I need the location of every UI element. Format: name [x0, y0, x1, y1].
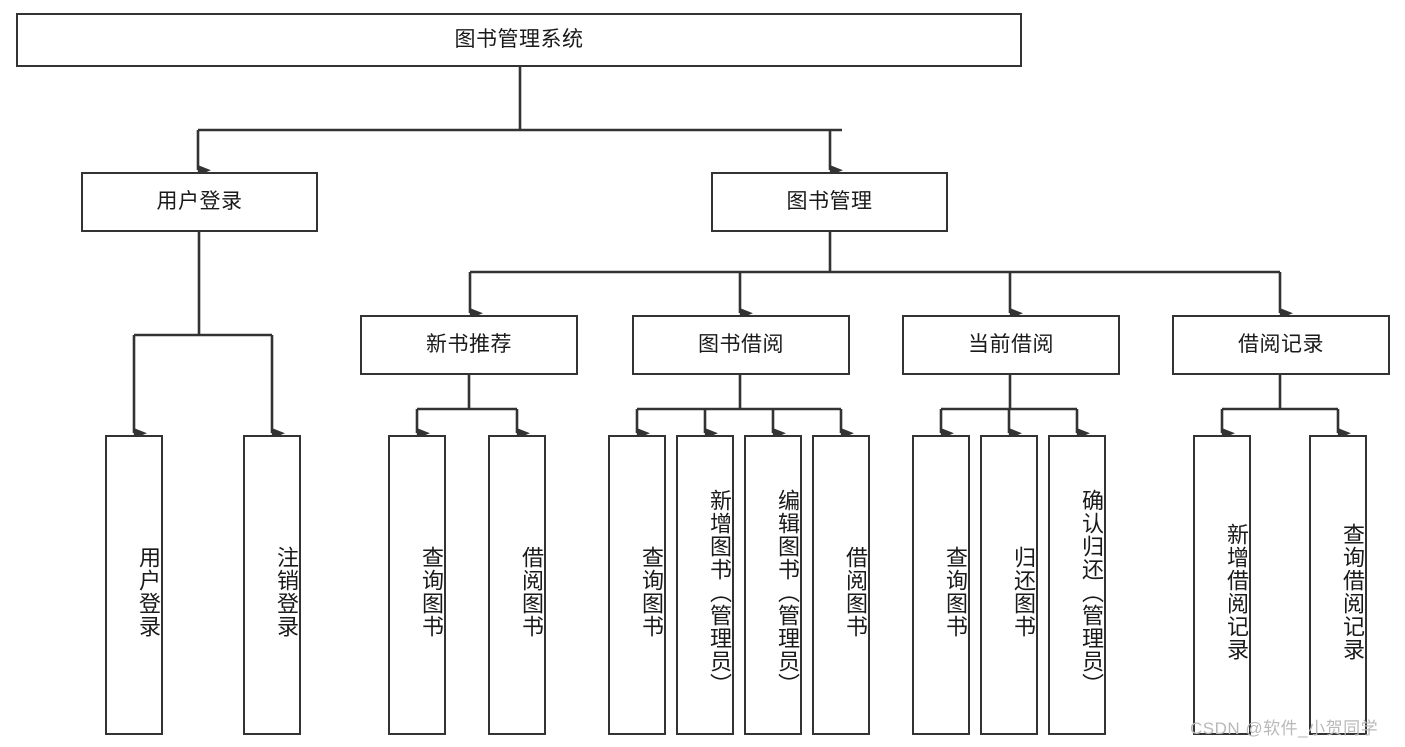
leaf-book-borrow-query[interactable]: 查询图书 [608, 435, 666, 735]
node-label: 查询图书 [419, 546, 444, 638]
node-borrow-record[interactable]: 借阅记录 [1172, 315, 1390, 375]
node-book-management[interactable]: 图书管理 [711, 172, 948, 232]
node-label: 新书推荐 [426, 333, 512, 357]
leaf-book-borrow-borrow[interactable]: 借阅图书 [812, 435, 870, 735]
node-user-login[interactable]: 用户登录 [81, 172, 318, 232]
node-label: 用户登录 [136, 546, 161, 638]
node-label: 查询图书 [639, 546, 664, 638]
edges-user-login [132, 232, 285, 439]
edges-root [196, 67, 843, 176]
edges-book-borrow [635, 375, 854, 439]
node-label: 图书借阅 [698, 333, 784, 357]
leaf-new-book-borrow[interactable]: 借阅图书 [488, 435, 546, 735]
edges-current-borrow [939, 375, 1090, 439]
leaf-new-book-query[interactable]: 查询图书 [388, 435, 446, 735]
edges-borrow-record [1220, 375, 1351, 439]
node-label: 借阅图书 [843, 546, 868, 638]
node-label: 查询借阅记录 [1340, 523, 1365, 661]
leaf-current-borrow-return[interactable]: 归还图书 [980, 435, 1038, 735]
node-label: 新增图书（管理员） [707, 488, 732, 696]
node-label: 新增借阅记录 [1224, 523, 1249, 661]
node-current-borrow[interactable]: 当前借阅 [902, 315, 1120, 375]
leaf-book-borrow-edit[interactable]: 编辑图书（管理员） [744, 435, 802, 735]
node-label: 用户登录 [156, 190, 243, 214]
leaf-borrow-record-query[interactable]: 查询借阅记录 [1309, 435, 1367, 735]
node-label: 借阅记录 [1238, 333, 1324, 357]
leaf-book-borrow-add[interactable]: 新增图书（管理员） [676, 435, 734, 735]
leaf-user-login-login[interactable]: 用户登录 [105, 435, 163, 735]
leaf-borrow-record-add[interactable]: 新增借阅记录 [1193, 435, 1251, 735]
leaf-current-borrow-confirm[interactable]: 确认归还（管理员） [1048, 435, 1106, 735]
csdn-watermark: CSDN @软件_小贺同学 [1190, 719, 1379, 738]
node-label: 当前借阅 [968, 333, 1054, 357]
leaf-current-borrow-query[interactable]: 查询图书 [912, 435, 970, 735]
node-book-borrow[interactable]: 图书借阅 [632, 315, 850, 375]
node-label: 注销登录 [274, 546, 299, 638]
edges-book-manage [468, 232, 1293, 319]
node-label: 图书管理系统 [454, 28, 584, 52]
node-label: 确认归还（管理员） [1079, 488, 1104, 696]
edges-new-book [415, 375, 530, 439]
node-label: 借阅图书 [519, 546, 544, 638]
node-new-book-recommend[interactable]: 新书推荐 [360, 315, 578, 375]
node-root-system[interactable]: 图书管理系统 [16, 13, 1022, 67]
leaf-user-login-logout[interactable]: 注销登录 [243, 435, 301, 735]
node-label: 编辑图书（管理员） [775, 488, 800, 696]
node-label: 图书管理 [786, 190, 873, 214]
node-label: 归还图书 [1011, 546, 1036, 638]
node-label: 查询图书 [943, 546, 968, 638]
